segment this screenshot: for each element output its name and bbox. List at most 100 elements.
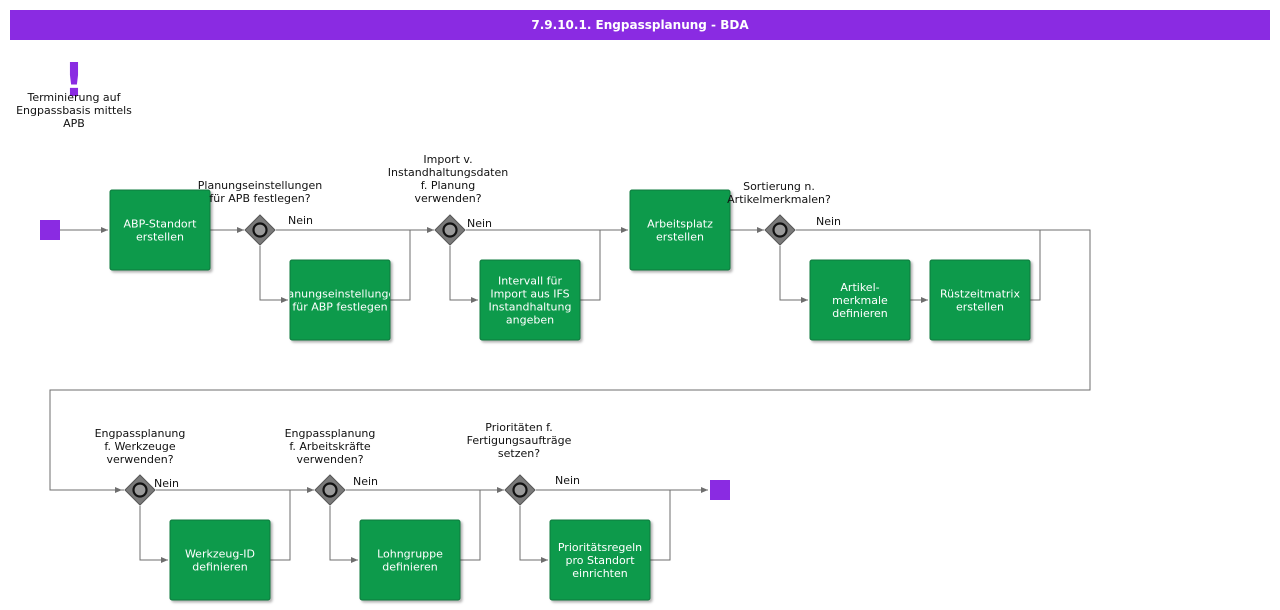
diagram-title: 7.9.10.1. Engpassplanung - BDA [10, 10, 1270, 40]
gateway-question: f. Werkzeuge [104, 440, 175, 453]
gateway-question: Instandhaltungsdaten [388, 166, 508, 179]
flow-t2-merge [390, 230, 411, 301]
task-label: ABP-Standort [124, 218, 198, 231]
flow-t9-merge [650, 490, 671, 561]
task-box[interactable] [809, 259, 911, 341]
gateway-no-label: Nein [154, 477, 179, 490]
gateway-question: verwenden? [106, 453, 173, 466]
gateway-question: Planungseinstellungen [198, 179, 322, 192]
task-label: Arbeitsplatz [647, 218, 713, 231]
annotation-line: Engpassbasis mittels [16, 104, 132, 117]
gateway-question: Fertigungsaufträge [467, 434, 572, 447]
task-label: einrichten [572, 567, 627, 580]
flow-t7-merge [270, 490, 291, 561]
task-label: Werkzeug-ID [185, 548, 255, 561]
annotation-line: APB [63, 117, 85, 130]
gateway-question: Engpassplanung [285, 427, 376, 440]
gateway-circle-icon [772, 222, 788, 238]
task-box[interactable] [479, 259, 581, 341]
gateway-question: Import v. [423, 153, 472, 166]
task-label: merkmale [832, 294, 888, 307]
task-label: definieren [192, 561, 248, 574]
task-box[interactable] [929, 259, 1031, 341]
gateway-no-label: Nein [555, 474, 580, 487]
gateway-question: Prioritäten f. [485, 421, 553, 434]
task-label: definieren [832, 307, 888, 320]
task-label: Planungseinstellungen [278, 288, 402, 301]
flow-g5-t8 [329, 506, 358, 563]
flow-g4-t7 [139, 506, 168, 563]
gateway-question: f. Planung [421, 179, 475, 192]
flow-g2-t3 [449, 246, 478, 303]
sequence-flows [49, 227, 1091, 493]
task-box[interactable] [629, 189, 731, 271]
flow-g3-t5 [779, 246, 808, 303]
task-label: Instandhaltung [489, 301, 572, 314]
gateway-question: Artikelmerkmalen? [727, 193, 831, 206]
flow-g6-t9 [519, 506, 548, 563]
gateway-question: verwenden? [414, 192, 481, 205]
flow-t8-merge [460, 490, 481, 561]
task-label: für ABP festlegen [292, 301, 387, 314]
task-label: angeben [506, 314, 554, 327]
gateway-no-label: Nein [816, 215, 841, 228]
tasks: ABP-StandorterstellenPlanungseinstellung… [109, 189, 1031, 601]
task-label: erstellen [136, 231, 184, 244]
task-label: Prioritätsregeln [558, 541, 642, 554]
task-box[interactable] [289, 259, 391, 341]
gateway-question: Sortierung n. [743, 180, 815, 193]
task-label: Rüstzeitmatrix [940, 288, 1020, 301]
task-label: Lohngruppe [377, 548, 443, 561]
flow-t3-merge [580, 230, 601, 301]
end-event[interactable] [710, 480, 730, 500]
task-label: erstellen [956, 301, 1004, 314]
annotation-line: Terminierung auf [26, 91, 121, 104]
gateway-no-label: Nein [353, 475, 378, 488]
task-box[interactable] [169, 519, 271, 601]
task-box[interactable] [109, 189, 211, 271]
gateway-no-label: Nein [467, 217, 492, 230]
gateway-g3[interactable]: Sortierung n.Artikelmerkmalen? Nein [727, 180, 841, 246]
task-box[interactable] [549, 519, 651, 601]
task-label: Import aus IFS [490, 288, 569, 301]
task-label: pro Standort [565, 554, 635, 567]
gateway-circle-icon [512, 482, 528, 498]
gateway-circle-icon [252, 222, 268, 238]
gateway-circle-icon [132, 482, 148, 498]
task-label: Intervall für [498, 275, 563, 288]
flow-g3-no-wrap [49, 229, 1091, 491]
flow-t6-merge [1030, 230, 1041, 301]
gateway-question: Engpassplanung [95, 427, 186, 440]
flow-g1-t2 [259, 246, 288, 303]
task-box[interactable] [359, 519, 461, 601]
gateway-no-label: Nein [288, 214, 313, 227]
gateway-question: verwenden? [296, 453, 363, 466]
task-label: Artikel- [840, 281, 879, 294]
gateway-question: f. Arbeitskräfte [289, 440, 371, 453]
start-event[interactable] [40, 220, 60, 240]
gateway-question: setzen? [498, 447, 540, 460]
gateway-circle-icon [442, 222, 458, 238]
gateway-question: für APB festlegen? [209, 192, 310, 205]
sequence-flows-row2 [139, 487, 708, 563]
task-label: definieren [382, 561, 438, 574]
gateway-circle-icon [322, 482, 338, 498]
